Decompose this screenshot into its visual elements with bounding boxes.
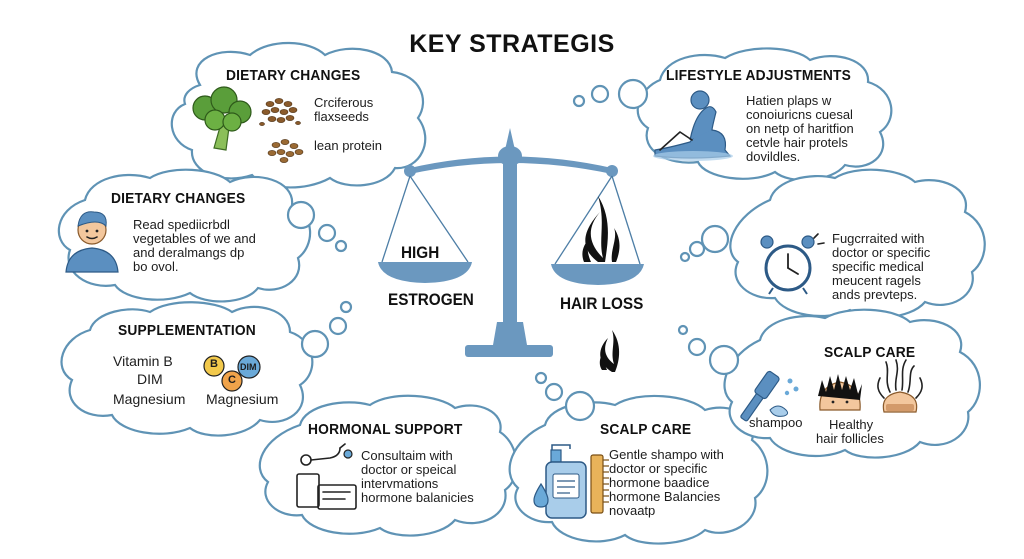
dietary-left-heading: DIETARY CHANGES (111, 190, 246, 207)
medical-document-icon (296, 473, 357, 510)
supplementation-heading: SUPPLEMENTATION (118, 322, 256, 339)
supplementation-line-3: Magnesium (113, 391, 186, 407)
scale-right-pan (551, 264, 644, 285)
alarm-clock-icon (760, 233, 825, 295)
scalp-bottom-line-3: hormone baadice (609, 475, 710, 490)
cloud-supplementation (60, 301, 314, 437)
dietary-top-line-3: lean protein (314, 138, 382, 153)
scalp-right-caption-shampoo: shampoo (749, 415, 803, 430)
comb-icon (590, 454, 609, 514)
supplement-capsules-icon (203, 355, 261, 392)
relaxing-person-icon (653, 90, 733, 161)
dietary-left-line-4: bo ovol. (133, 259, 179, 274)
thought-bubbles (286, 78, 740, 422)
supplementation-icon-caption: Magnesium (206, 391, 279, 407)
stethoscope-icon (300, 443, 353, 466)
medical-line-5: ands prevteps. (832, 287, 918, 302)
dietary-top-line-2: flaxseeds (314, 109, 369, 124)
flaxseeds-icon (259, 98, 301, 126)
hormonal-line-4: hormone balanicies (361, 490, 474, 505)
scalp-bottom-line-2: doctor or specific (609, 461, 708, 476)
scale-beam (410, 156, 612, 174)
scale-pillar (503, 160, 517, 325)
scalp-bottom-line-1: Gentle shampo with (609, 447, 724, 462)
capsule-dim-label: DIM (240, 362, 257, 372)
dietary-top-heading: DIETARY CHANGES (226, 67, 361, 84)
scale-left-pan (378, 262, 472, 283)
lifestyle-line-4: cetvle hair protels (746, 135, 848, 150)
dietary-left-line-1: Read spediicrbdl (133, 217, 230, 232)
lean-protein-icon (267, 139, 304, 163)
scalp-bottom-line-4: hormone Balancies (609, 489, 721, 504)
scalp-care-right-heading: SCALP CARE (824, 344, 916, 361)
page-title: KEY STRATEGIS (409, 30, 615, 58)
scale-right-label: HAIR LOSS (560, 294, 644, 313)
capsule-c-label: C (228, 374, 236, 386)
supplementation-line-1: Vitamin B (113, 353, 173, 369)
hormonal-line-2: doctor or speical (361, 462, 457, 477)
hair-follicles-icon (877, 359, 923, 413)
dietary-top-line-1: Crciferous (314, 95, 374, 110)
scalp-right-caption-follicles: hair follicles (816, 431, 884, 446)
scale-left-sublabel: ESTROGEN (388, 290, 474, 309)
scalp-care-bottom-heading: SCALP CARE (600, 421, 692, 438)
falling-hair-icon (599, 330, 620, 372)
hormonal-support-heading: HORMONAL SUPPORT (308, 421, 463, 438)
scale-base (465, 345, 553, 357)
cloud-dietary-left (57, 168, 312, 303)
medical-line-3: specific medical (832, 259, 924, 274)
cloud-hormonal-support (258, 394, 518, 537)
supplementation-line-2: DIM (137, 371, 163, 387)
scalp-bottom-line-5: novaatp (609, 503, 656, 518)
shampoo-bottle-icon (545, 444, 587, 519)
broccoli-icon (192, 86, 252, 151)
lifestyle-line-3: on netp of haritfion (746, 121, 854, 136)
hormonal-line-3: intervmations (361, 476, 439, 491)
person-icon (65, 211, 119, 273)
healthy-scalp-icon (818, 374, 862, 411)
lifestyle-line-5: dovildles. (746, 149, 801, 164)
lifestyle-heading: LIFESTYLE ADJUSTMENTS (666, 67, 852, 84)
scale-left-label: HIGH (401, 243, 440, 262)
cloud-dietary-top (170, 41, 427, 189)
hormonal-line-1: Consultaim with (361, 448, 453, 463)
medical-line-1: Fugcrraited with (832, 231, 925, 246)
lifestyle-line-2: conoiuricns cuesal (746, 107, 853, 122)
water-drop-icon (533, 482, 549, 508)
balance-scale (378, 128, 644, 357)
medical-line-2: doctor or specific (832, 245, 931, 260)
dietary-left-line-2: vegetables of we and (133, 231, 256, 246)
hairbrush-icon (740, 370, 799, 422)
scalp-right-caption-healthy: Healthy (829, 417, 874, 432)
capsule-b-label: B (210, 358, 218, 370)
scale-top-spike (505, 128, 515, 150)
medical-line-4: meucent ragels (832, 273, 921, 288)
hair-strands-icon (582, 196, 620, 262)
scale-foot (493, 322, 527, 345)
dietary-left-line-3: and deralmangs dp (133, 245, 245, 260)
lifestyle-line-1: Hatien plaps w (746, 93, 832, 108)
scale-pivot (498, 146, 522, 166)
